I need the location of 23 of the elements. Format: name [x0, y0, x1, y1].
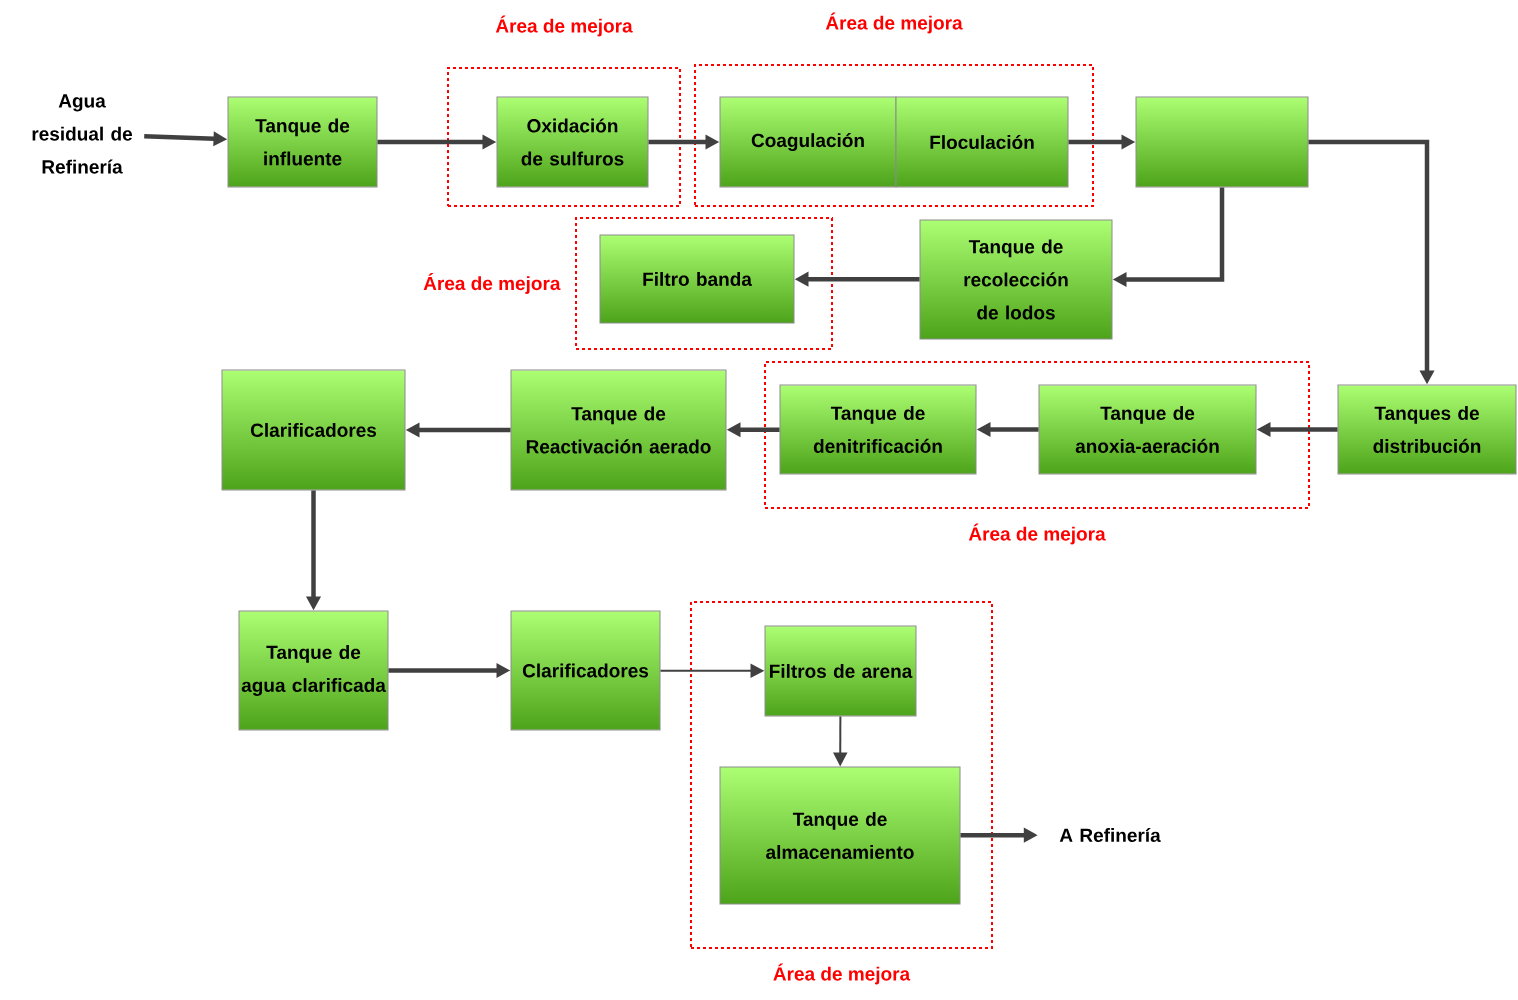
process-box: Tanque de anoxia-aeración: [1038, 384, 1257, 475]
process-box: Clarificadores: [510, 610, 661, 731]
process-box: Oxidación de sulfuros: [496, 96, 649, 188]
region-label: Área de mejora: [773, 963, 911, 985]
process-box: Tanque de denitrificación: [779, 384, 977, 475]
process-box: Clarificadores: [221, 369, 406, 491]
process-box: Coagulación: [719, 96, 897, 188]
process-box: [1135, 96, 1309, 188]
process-box: Tanque de influente: [227, 96, 378, 188]
region-label: Área de mejora: [495, 15, 633, 37]
process-box: Tanque de almacenamiento: [719, 766, 961, 905]
flow-text: Agua residual de Refinería: [32, 94, 133, 174]
process-box: Tanque de agua clarificada: [238, 610, 389, 731]
process-box: Tanque de Reactivación aerado: [510, 369, 727, 491]
region-label: Área de mejora: [423, 273, 561, 294]
flow-text: A Refinería: [1059, 827, 1161, 843]
process-box: Tanques de distribución: [1337, 384, 1517, 475]
process-box: Floculación: [895, 96, 1069, 188]
process-box: Tanque de recolección de lodos: [919, 219, 1113, 340]
region-label: Área de mejora: [825, 12, 963, 34]
region-label: Área de mejora: [968, 523, 1106, 545]
process-box: Filtros de arena: [764, 625, 917, 717]
process-box: Filtro banda: [599, 234, 795, 324]
